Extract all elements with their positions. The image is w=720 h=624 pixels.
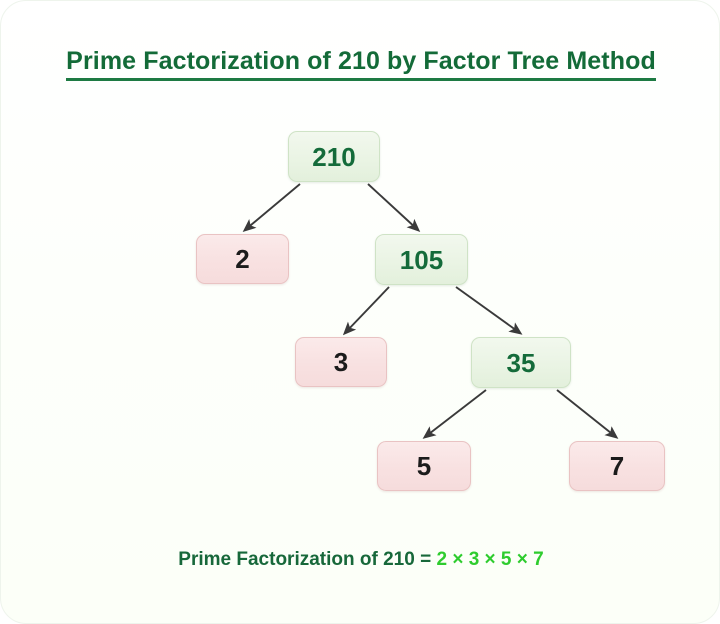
tree-node-label: 7 <box>609 451 625 481</box>
tree-edge-35-to-5 <box>422 389 487 439</box>
tree-node-label: 105 <box>399 244 444 275</box>
tree-edge-105-to-35 <box>455 286 523 335</box>
caption-result: 2 × 3 × 5 × 7 <box>436 549 544 570</box>
tree-edge-210-to-2 <box>242 183 301 232</box>
page-title-text: Prime Factorization of 210 by Factor Tre… <box>66 47 656 81</box>
page-title: Prime Factorization of 210 by Factor Tre… <box>1 47 719 81</box>
tree-node-label: 210 <box>312 141 356 172</box>
edge-layer <box>242 183 619 439</box>
result-caption: Prime Factorization of 210 = 2 × 3 × 5 ×… <box>1 549 719 571</box>
tree-edge-210-to-105 <box>367 183 421 233</box>
tree-node-105: 105 <box>375 234 468 285</box>
tree-node-label: 35 <box>506 347 536 378</box>
tree-node-210: 210 <box>288 131 380 182</box>
tree-node-7: 7 <box>569 441 665 491</box>
tree-edge-105-to-3 <box>342 286 390 336</box>
tree-node-2: 2 <box>196 234 289 284</box>
caption-lead: Prime Factorization of 210 = <box>178 549 437 570</box>
tree-node-label: 5 <box>416 451 432 481</box>
tree-node-5: 5 <box>377 441 471 491</box>
tree-node-label: 2 <box>235 244 250 274</box>
tree-node-3: 3 <box>295 337 387 387</box>
tree-node-label: 3 <box>333 347 349 377</box>
tree-edge-35-to-7 <box>556 389 619 439</box>
tree-node-35: 35 <box>471 337 571 388</box>
